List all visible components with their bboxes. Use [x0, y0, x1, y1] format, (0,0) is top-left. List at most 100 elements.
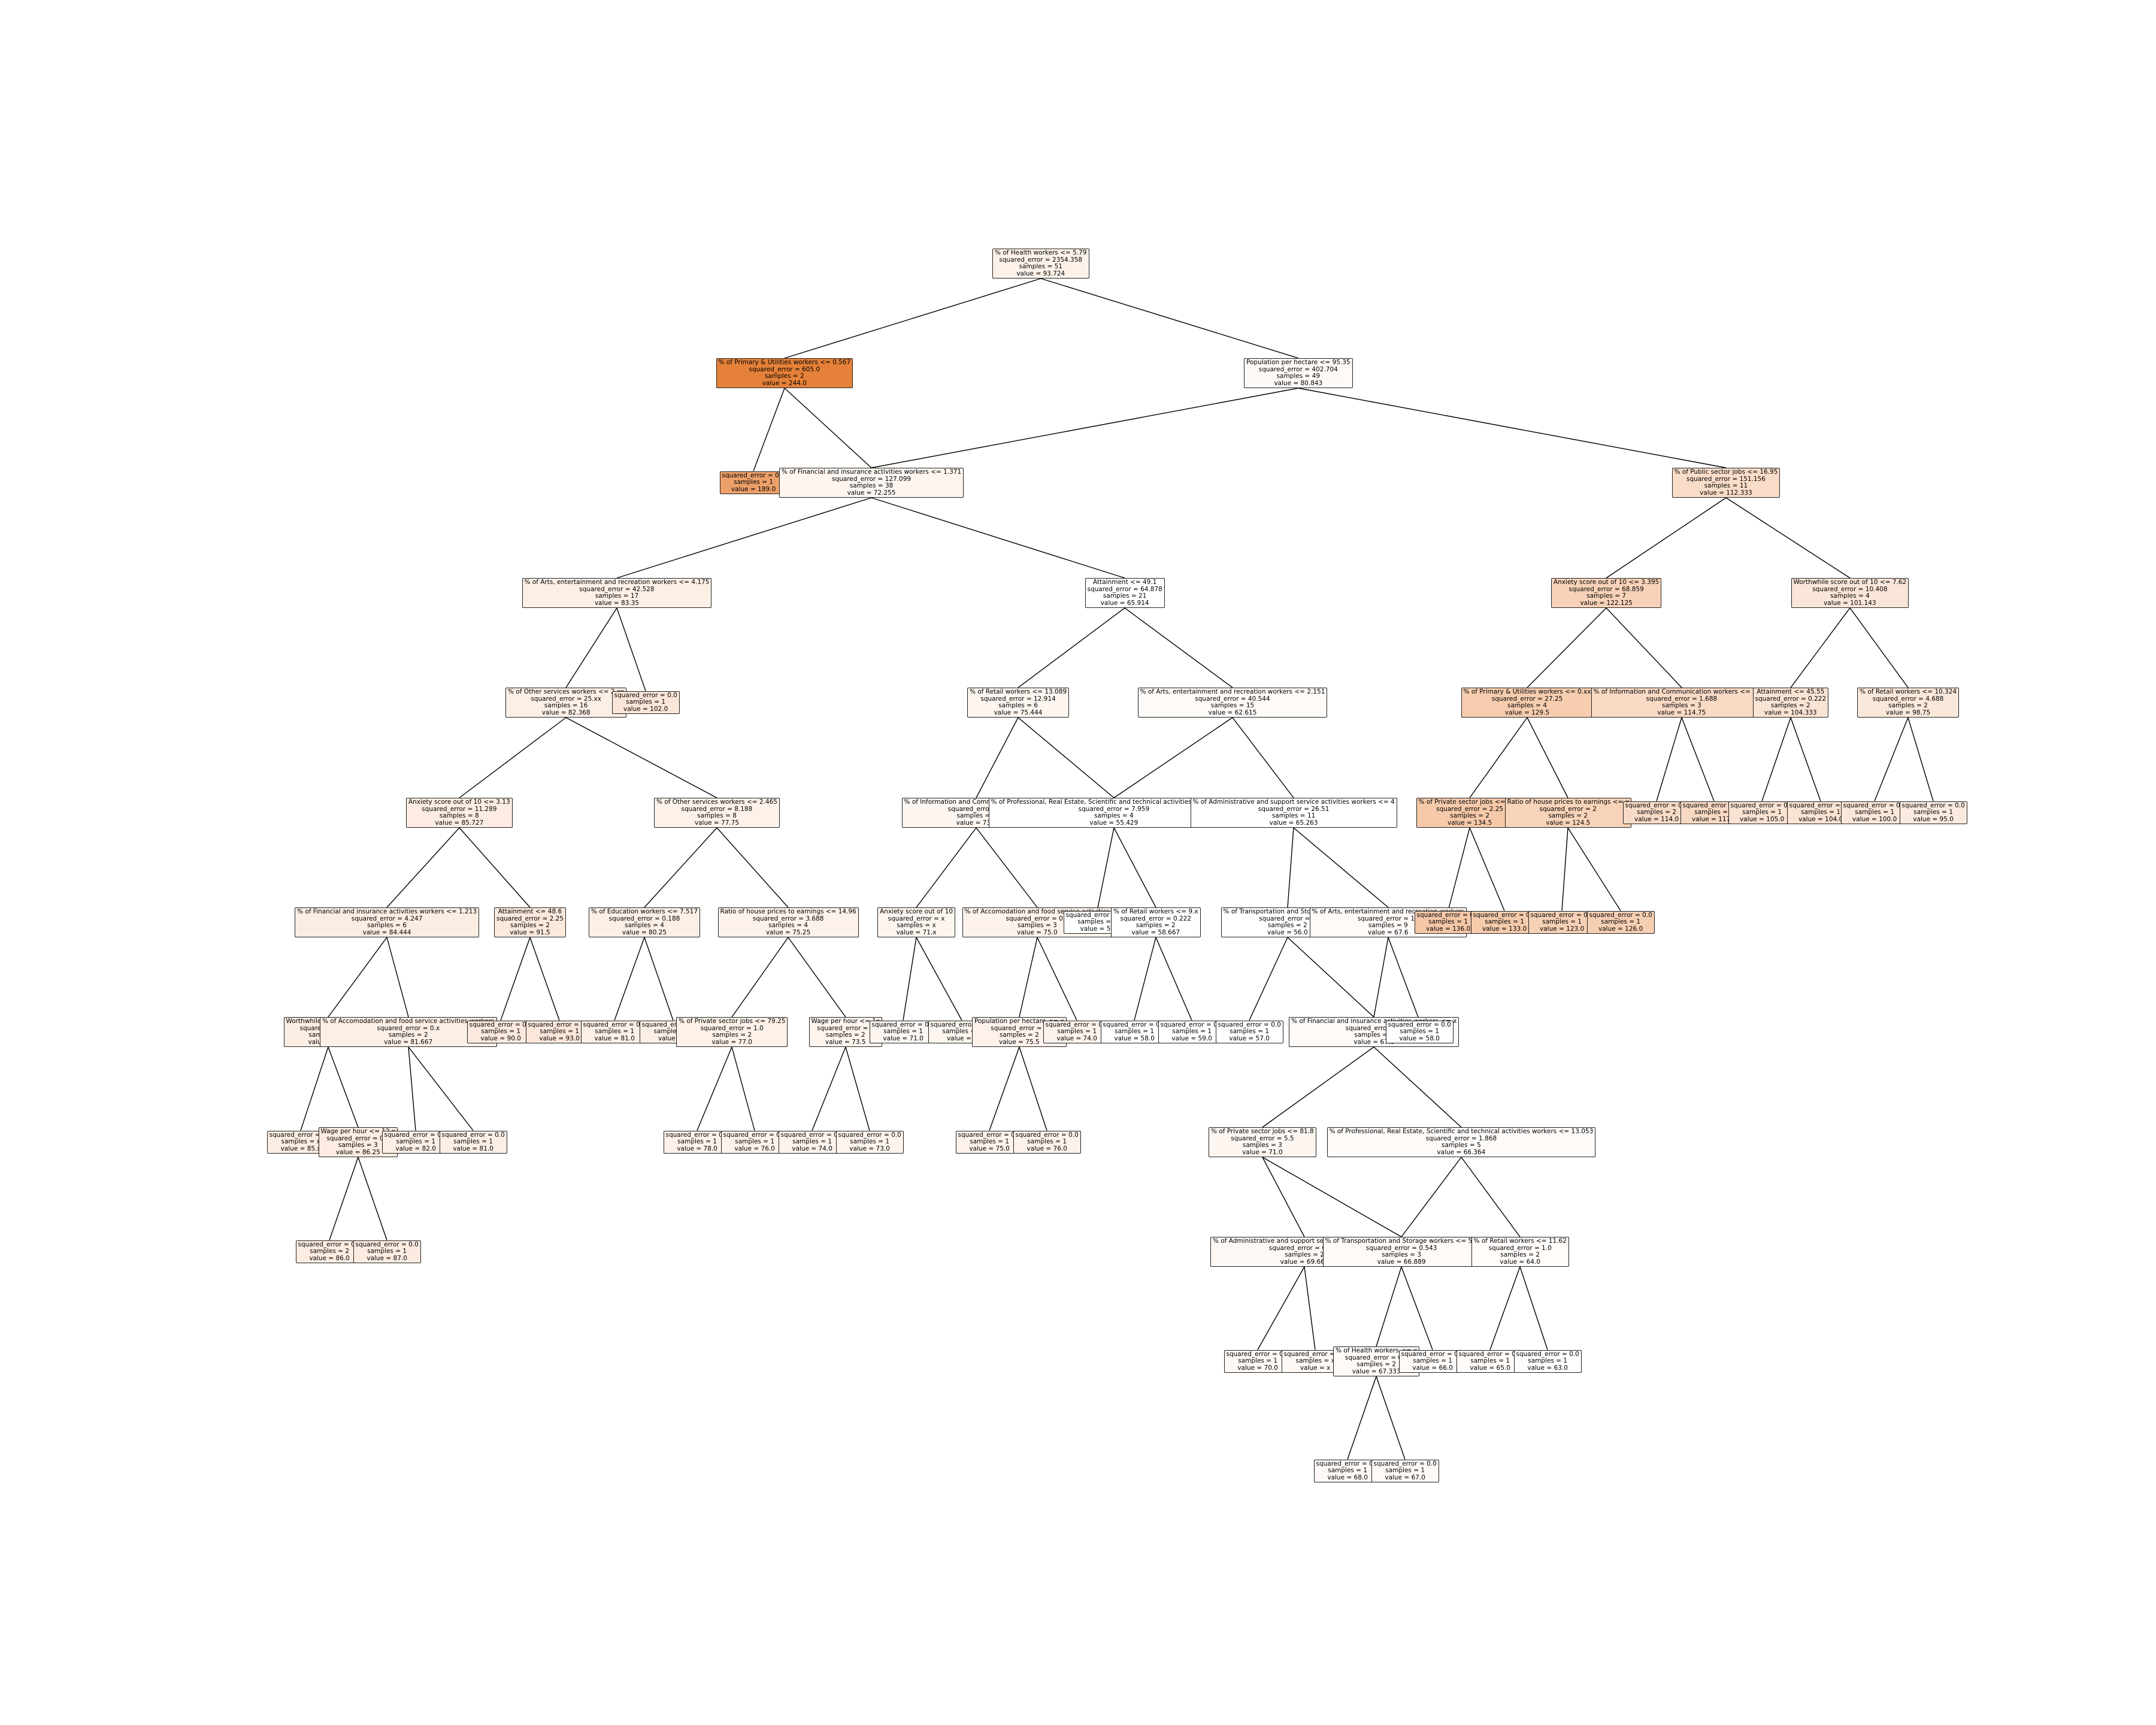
node-line: samples = 1	[850, 1138, 890, 1145]
node-line: samples = 1	[1913, 809, 1954, 816]
node-line: squared_error = 0.0	[1625, 801, 1688, 809]
node-line: samples = x	[653, 1028, 693, 1035]
node-line: value = 91.5	[510, 928, 550, 936]
node-line: % of Private sector jobs <= 79.25	[679, 1018, 786, 1025]
node-line: squared_error = 0.0	[1226, 1350, 1289, 1358]
node-line: value = 114.75	[1657, 709, 1706, 716]
tree-edge	[1019, 937, 1038, 1018]
tree-split-node: % of Administrative and support service …	[1190, 798, 1397, 828]
node-line: samples = 6	[998, 702, 1038, 709]
node-line: samples = 1	[792, 1138, 832, 1145]
node-line: squared_error = x	[888, 915, 945, 922]
tree-edge	[1561, 827, 1568, 911]
node-line: squared_error = 0.0	[838, 1131, 901, 1139]
node-line: samples = 5	[1441, 1142, 1481, 1149]
tree-edge	[1262, 1157, 1305, 1237]
tree-edge	[329, 1157, 359, 1240]
tree-edge	[1018, 717, 1115, 798]
node-line: % of Arts, entertainment and recreation …	[524, 579, 710, 586]
tree-edge	[1287, 827, 1294, 908]
node-line: samples = 2	[1770, 702, 1810, 709]
tree-edge	[616, 497, 872, 579]
node-line: samples = 4	[1830, 592, 1870, 600]
node-line: squared_error = 0.0	[958, 1131, 1021, 1139]
node-line: squared_error = 64.878	[1087, 585, 1162, 593]
node-line: % of Primary & Utilities workers <= 0.xx	[1463, 688, 1591, 695]
node-line: squared_error = 0.x	[326, 1134, 390, 1142]
node-line: value = 112.333	[1700, 489, 1752, 497]
tree-edge	[616, 607, 646, 691]
node-line: value = 65.263	[1269, 819, 1318, 827]
node-line: squared_error = 0.0	[930, 1021, 994, 1028]
node-line: squared_error = 10.408	[1812, 585, 1888, 593]
tree-edge	[1376, 1266, 1402, 1347]
node-line: Ratio of house prices to earnings <= 14.…	[720, 908, 856, 915]
node-line: value = 134.5	[1448, 819, 1492, 827]
node-line: squared_error = 1.688	[1646, 695, 1718, 703]
node-line: value = 82.368	[541, 709, 591, 716]
tree-edge	[697, 1046, 732, 1131]
node-line: value = 117.0	[1692, 815, 1737, 823]
node-line: squared_error = 40.544	[1195, 695, 1270, 703]
node-line: squared_error = 0.222	[1755, 695, 1827, 703]
node-line: % of Private sector jobs <= 81.8	[1211, 1128, 1314, 1135]
node-line: samples = 1	[734, 479, 774, 486]
node-line: squared_error = 8.188	[681, 805, 753, 813]
node-line: Wage per hour <= 1x	[811, 1018, 880, 1025]
node-line: squared_error = 0.0	[1843, 801, 1906, 809]
node-line: value = 73.0	[849, 1145, 890, 1152]
tree-split-node: % of Information and Communication worke…	[1591, 688, 1773, 718]
node-line: value = 73.5	[825, 1038, 866, 1046]
node-line: samples = 9	[1368, 922, 1408, 929]
node-line: samples = 3	[1018, 922, 1057, 929]
node-line: samples = x	[897, 922, 936, 929]
node-line: squared_error = 1.0	[700, 1024, 764, 1032]
node-line: % of Information and Communication worke…	[1593, 688, 1770, 695]
tree-edge	[1113, 717, 1233, 798]
node-line: squared_error = 0.0	[355, 1240, 419, 1248]
node-line: value = 76.0	[1026, 1145, 1067, 1152]
node-line: samples = 6	[367, 922, 407, 929]
node-line: value = 71.0	[1242, 1148, 1283, 1156]
node-line: squared_error = 0.0	[1682, 801, 1746, 809]
node-line: samples = 2	[1450, 812, 1490, 819]
tree-edge	[1489, 1266, 1521, 1350]
node-line: squared_error = 0.0	[1401, 1350, 1464, 1358]
node-line: samples = 1	[1400, 1028, 1440, 1035]
node-line: squared_error = 0.0	[665, 1131, 729, 1139]
node-line: value = 85.727	[435, 819, 484, 827]
node-line: value = 78.0	[677, 1145, 717, 1152]
node-line: % of Primary & Utilities workers <= 0.56…	[718, 359, 851, 366]
node-line: % of Transportation and Storage workers	[1223, 908, 1352, 915]
node-line: value = 114.0	[1634, 815, 1679, 823]
node-line: % of Education workers <= 7.517	[591, 908, 698, 915]
tree-edge	[1257, 1266, 1305, 1350]
node-line: samples = 3	[1382, 1251, 1422, 1258]
node-line: squared_error = x	[1345, 1024, 1403, 1032]
node-line: samples = 4	[1507, 702, 1547, 709]
node-line: value = 72.255	[847, 489, 896, 497]
tree-edge	[1124, 607, 1233, 688]
node-line: value = 66.0	[1412, 1364, 1453, 1372]
node-line: value = 58.0	[1399, 1034, 1440, 1042]
tree-edge	[903, 937, 917, 1021]
node-line: value = 77.75	[694, 819, 740, 827]
node-line: samples = 1	[1428, 918, 1468, 925]
node-line: value = 70.0	[1237, 1364, 1278, 1372]
tree-edge	[1761, 717, 1791, 801]
node-line: % of Retail workers <= 11.62	[1473, 1237, 1567, 1245]
